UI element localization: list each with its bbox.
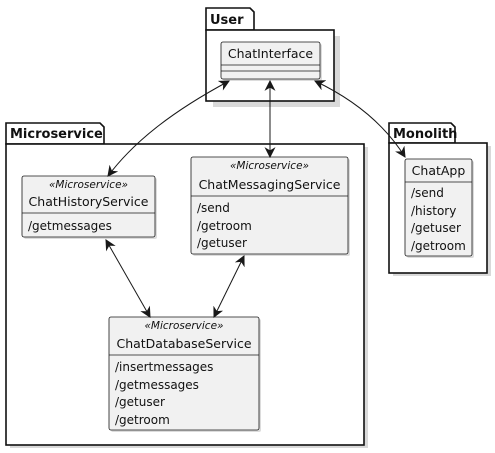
class-member: /getuser [411,221,461,235]
class-member: /getroom [115,413,170,427]
class-chat-database-service: «Microservice» ChatDatabaseService /inse… [108,316,261,432]
relation-messaging-database [213,255,245,318]
class-name: ChatHistoryService [29,194,149,209]
package-monolith-label: Monolith [393,127,457,142]
package-microservice-label: Microservice [10,127,103,142]
class-chat-history-service: «Microservice» ChatHistoryService /getme… [21,175,157,239]
class-chat-app: ChatApp /send /history /getuser /getroom [404,158,474,258]
package-user-label: User [210,13,244,28]
class-member: /getroom [411,239,466,253]
relation-history-database [105,239,151,318]
class-stereotype: «Microservice» [49,179,128,191]
class-member: /getmessages [28,219,112,233]
class-member: /getuser [197,236,247,250]
relation-interface-history [107,80,230,177]
class-member: /history [411,204,456,218]
class-name: ChatApp [412,163,466,178]
class-member: /getroom [197,219,252,233]
relation-interface-chatapp [314,80,406,158]
class-member: /getmessages [115,378,199,392]
class-stereotype: «Microservice» [230,160,309,172]
class-chat-messaging-service: «Microservice» ChatMessagingService /sen… [190,156,350,256]
class-stereotype: «Microservice» [144,320,223,332]
class-member: /send [411,186,444,200]
class-name: ChatInterface [228,46,313,61]
class-member: /insertmessages [115,360,213,374]
class-name: ChatMessagingService [199,177,341,192]
class-member: /send [197,201,230,215]
class-member: /getuser [115,395,165,409]
class-chat-interface: ChatInterface [220,41,322,81]
class-name: ChatDatabaseService [116,336,251,351]
